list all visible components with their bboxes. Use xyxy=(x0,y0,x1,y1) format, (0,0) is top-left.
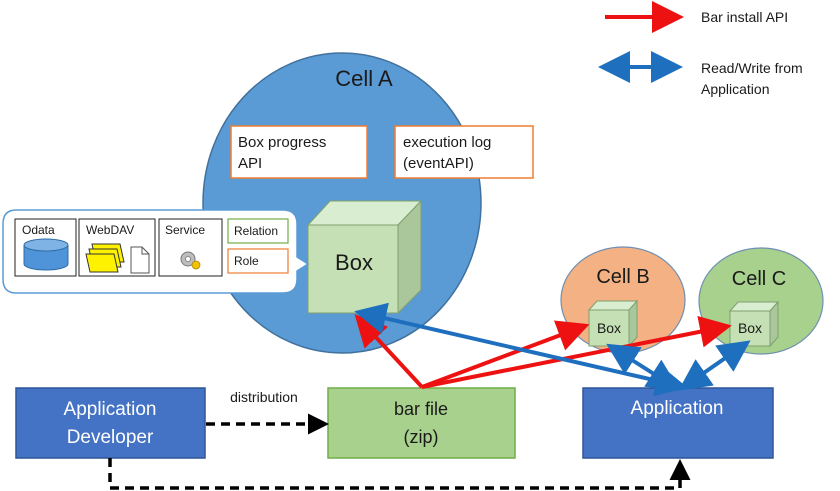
cell-a-title: Cell A xyxy=(335,66,393,91)
legend: Bar install API Read/Write from Applicat… xyxy=(598,1,803,97)
application-label: Application xyxy=(631,398,724,419)
service-panel xyxy=(158,218,223,277)
execution-log-label-1: execution log xyxy=(403,134,491,151)
role-label: Role xyxy=(234,254,259,268)
role-panel xyxy=(227,248,289,274)
cell-c: Cell C Box xyxy=(698,247,824,355)
relation-panel xyxy=(227,218,289,244)
odata-label: Odata xyxy=(22,223,55,237)
application-box xyxy=(582,387,774,459)
box-progress-api-label-1: Box progress xyxy=(238,134,326,151)
application-developer-box xyxy=(15,387,206,459)
application-developer-label-1: Application xyxy=(64,399,157,420)
cell-c-box-label: Box xyxy=(738,320,762,336)
distribution-label: distribution xyxy=(230,389,298,405)
box-progress-api-box xyxy=(230,125,368,179)
cell-a: Cell A Box progress API execution log (e… xyxy=(202,52,534,354)
readwrite-arrows xyxy=(354,302,751,397)
cell-b-box-label: Box xyxy=(597,320,621,336)
application-developer-label-2: Developer xyxy=(67,427,154,448)
bar-file-box xyxy=(327,387,516,459)
legend-readwrite-label-2: Application xyxy=(701,81,770,97)
database-icon xyxy=(23,238,69,271)
application-node: Application xyxy=(582,387,774,459)
webdav-label: WebDAV xyxy=(86,223,134,237)
document-icon xyxy=(130,246,150,274)
box-progress-api-label-2: API xyxy=(238,155,262,172)
cell-c-box-cube xyxy=(728,300,780,348)
relation-label: Relation xyxy=(234,224,278,238)
cell-c-title: Cell C xyxy=(732,268,786,290)
cell-a-box-cube xyxy=(306,199,423,315)
legend-readwrite-label-1: Read/Write from xyxy=(701,60,803,76)
legend-install-label: Bar install API xyxy=(701,9,788,25)
execution-log-label-2: (eventAPI) xyxy=(403,155,474,172)
gear-icon xyxy=(180,251,201,270)
execution-log-box xyxy=(394,125,534,179)
bar-file-node: bar file (zip) xyxy=(327,387,516,459)
bar-file-label-2: (zip) xyxy=(404,427,439,447)
readwrite-arrow-cell-b xyxy=(606,343,680,391)
cell-a-box-label: Box xyxy=(335,250,373,275)
readwrite-arrow-cell-c xyxy=(678,340,751,391)
service-label: Service xyxy=(165,223,205,237)
application-developer-node: Application Developer xyxy=(15,387,206,459)
folder-stack-icon xyxy=(85,243,125,273)
box-contents-callout: Odata WebDAV Service Relation Role xyxy=(2,209,310,294)
cell-b-title: Cell B xyxy=(596,266,649,288)
developer-to-application-arrow xyxy=(108,458,691,490)
bar-file-label-1: bar file xyxy=(394,399,448,419)
